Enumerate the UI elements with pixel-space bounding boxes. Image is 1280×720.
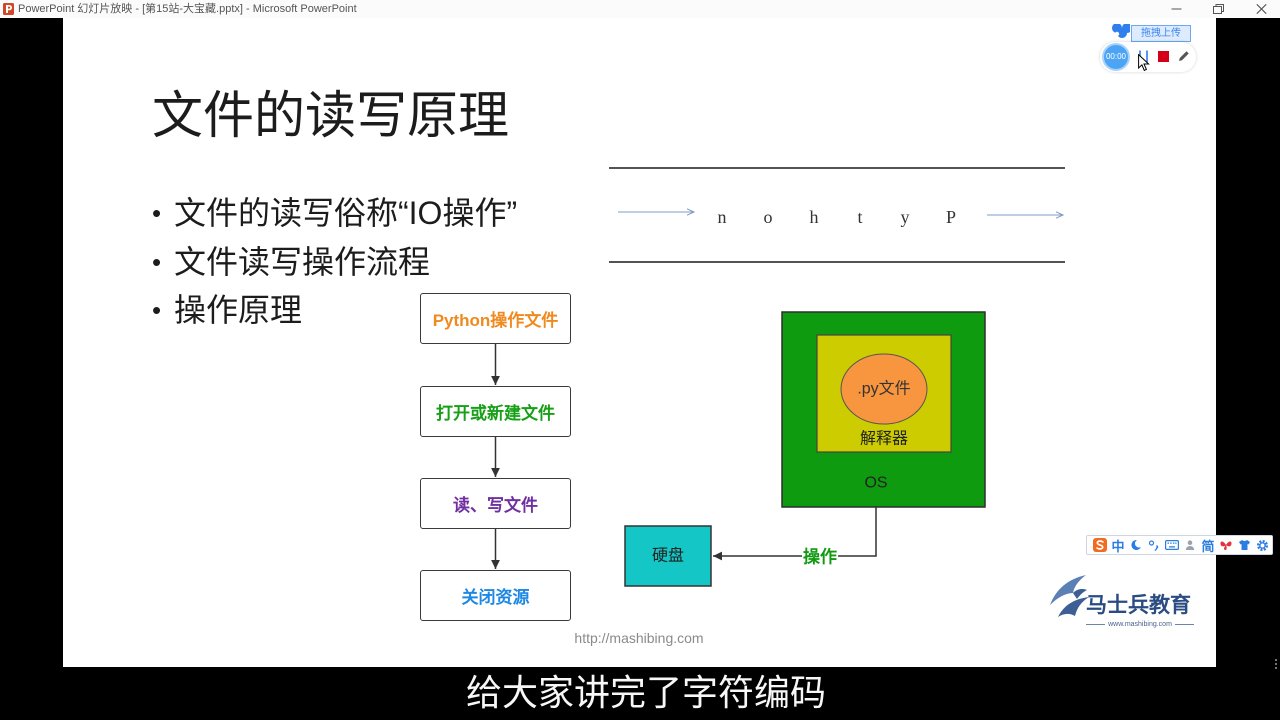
bullet-text: 操作原理 bbox=[174, 292, 303, 328]
user-icon-shape bbox=[1185, 540, 1195, 550]
shirt-icon-shape bbox=[1238, 540, 1250, 550]
keyboard-icon bbox=[1165, 540, 1179, 550]
punctuation-icon bbox=[1148, 540, 1159, 551]
ime-skin-button[interactable] bbox=[1217, 536, 1235, 554]
window-title-bar[interactable]: PowerPoint 幻灯片放映 - [第15站-大宝藏.pptx] - Mic… bbox=[0, 0, 1280, 18]
drag-upload-button[interactable]: 拖拽上传 bbox=[1131, 25, 1191, 42]
close-icon-cross bbox=[1255, 4, 1267, 14]
moon-icon bbox=[1131, 539, 1141, 550]
stream-letter: h bbox=[810, 207, 819, 227]
shirt-icon bbox=[1238, 540, 1250, 550]
gear-icon-hub bbox=[1258, 541, 1266, 549]
logo-name: 马士兵教育 bbox=[1086, 594, 1191, 617]
logo-mark-icon bbox=[1050, 575, 1089, 617]
restore-icon bbox=[1212, 4, 1224, 14]
stream-letter: P bbox=[946, 207, 956, 227]
minimize-button[interactable] bbox=[1157, 0, 1195, 18]
moon-icon-shape bbox=[1131, 539, 1141, 550]
logo-rule-right bbox=[1174, 624, 1194, 625]
bullet-item: • 文件读写操作流程 bbox=[152, 238, 517, 287]
cloud-upload-icon[interactable] bbox=[1104, 24, 1130, 43]
bullet-text: 文件读写操作流程 bbox=[174, 243, 431, 280]
screen-recorder-widget: 拖拽上传 00:00 bbox=[1100, 22, 1196, 74]
punctuation-icon-shape bbox=[1148, 540, 1159, 551]
minimize-icon bbox=[1171, 8, 1181, 10]
cloud-upload-icon-center bbox=[1114, 31, 1120, 37]
bullet-text: 文件的读写俗称“IO操作” bbox=[174, 195, 518, 231]
skin-icon bbox=[1220, 541, 1232, 550]
slide[interactable]: n o h t y P .py文件 解释器 OS 操作 硬盘 文件的读写原理 •… bbox=[63, 18, 1216, 667]
cloud-upload-icon-shape bbox=[1112, 24, 1130, 38]
flow-step-python-file: Python操作文件 bbox=[420, 293, 571, 344]
py-file-ellipse bbox=[840, 353, 928, 425]
ime-theme-button[interactable] bbox=[1235, 536, 1253, 554]
sogou-logo-icon bbox=[1093, 538, 1107, 552]
restore-button[interactable] bbox=[1199, 0, 1237, 18]
bullet-item: • 文件的读写俗称“IO操作” bbox=[152, 189, 517, 238]
ime-script-toggle[interactable]: 简 bbox=[1201, 538, 1215, 554]
flow-step-close-resource: 关闭资源 bbox=[420, 570, 571, 621]
mouse-cursor-shape bbox=[1138, 54, 1150, 72]
powerpoint-icon bbox=[3, 3, 14, 15]
disk-box bbox=[624, 525, 712, 587]
operation-connector bbox=[713, 507, 877, 561]
bullet-dot: • bbox=[152, 198, 162, 228]
ime-logo-button[interactable] bbox=[1091, 536, 1109, 554]
close-icon bbox=[1255, 4, 1267, 14]
recording-timer[interactable]: 00:00 bbox=[1102, 43, 1130, 71]
ime-toolbar: 中 简 bbox=[1086, 535, 1273, 555]
skin-icon-shape bbox=[1220, 541, 1232, 550]
stream-letter: y bbox=[901, 207, 910, 227]
gear-icon bbox=[1256, 539, 1268, 551]
ime-settings-button[interactable] bbox=[1253, 536, 1271, 554]
operation-label: 操作 bbox=[803, 547, 837, 567]
stream-letter: n bbox=[718, 207, 727, 227]
stream-letter: o bbox=[764, 207, 773, 227]
flow-step-read-write: 读、写文件 bbox=[420, 478, 571, 529]
logo-mark-head bbox=[1073, 589, 1087, 599]
ime-punctuation-toggle[interactable] bbox=[1145, 536, 1163, 554]
logo-mark-lower-swoosh bbox=[1058, 597, 1089, 617]
ime-width-toggle[interactable] bbox=[1127, 536, 1145, 554]
mouse-cursor-icon bbox=[1138, 54, 1150, 72]
window-title: PowerPoint 幻灯片放映 - [第15站-大宝藏.pptx] - Mic… bbox=[18, 3, 357, 15]
keyboard-icon-outline bbox=[1165, 540, 1179, 550]
logo-url: www.mashibing.com bbox=[1108, 621, 1172, 628]
bullet-dot: • bbox=[152, 295, 162, 325]
ime-account-button[interactable] bbox=[1181, 536, 1199, 554]
disk-label: 硬盘 bbox=[652, 546, 684, 565]
user-icon bbox=[1185, 540, 1195, 550]
logo-mark-upper-swoosh bbox=[1050, 575, 1086, 605]
restore-icon-squares bbox=[1212, 4, 1224, 14]
slide-graphics: n o h t y P .py文件 解释器 OS 操作 硬盘 bbox=[491, 167, 1065, 587]
keyboard-icon-keys bbox=[1167, 542, 1177, 548]
operation-label-background bbox=[802, 545, 838, 568]
footer-url: http://mashibing.com bbox=[574, 630, 704, 646]
logo-rule-left bbox=[1086, 624, 1106, 625]
video-subtitle: 给大家讲完了字符编码 bbox=[465, 672, 826, 713]
ime-mode-toggle[interactable]: 中 bbox=[1111, 538, 1125, 554]
powerpoint-icon-letter-shape bbox=[6, 5, 12, 13]
py-file-label: .py文件 bbox=[857, 380, 910, 398]
sogou-logo-mark bbox=[1096, 540, 1104, 550]
bullet-list: • 文件的读写俗称“IO操作” • 文件读写操作流程 • 操作原理 bbox=[152, 189, 517, 335]
bullet-item: • 操作原理 bbox=[152, 286, 517, 335]
ime-keyboard-button[interactable] bbox=[1163, 536, 1181, 554]
stream-letter: t bbox=[857, 207, 862, 227]
stop-icon-square bbox=[1158, 51, 1169, 62]
interpreter-label: 解释器 bbox=[860, 430, 908, 448]
stop-icon[interactable] bbox=[1158, 51, 1169, 62]
close-button[interactable] bbox=[1242, 0, 1280, 18]
pencil-icon-body bbox=[1179, 51, 1189, 61]
os-label: OS bbox=[864, 475, 887, 492]
gear-icon-teeth bbox=[1256, 539, 1268, 551]
resize-grip-icon bbox=[1275, 659, 1278, 669]
pencil-icon[interactable] bbox=[1178, 50, 1190, 62]
logo-url-row: www.mashibing.com bbox=[1086, 620, 1194, 629]
slide-title: 文件的读写原理 bbox=[152, 87, 510, 144]
flow-step-open-file: 打开或新建文件 bbox=[420, 386, 571, 437]
bullet-dot: • bbox=[152, 246, 162, 277]
